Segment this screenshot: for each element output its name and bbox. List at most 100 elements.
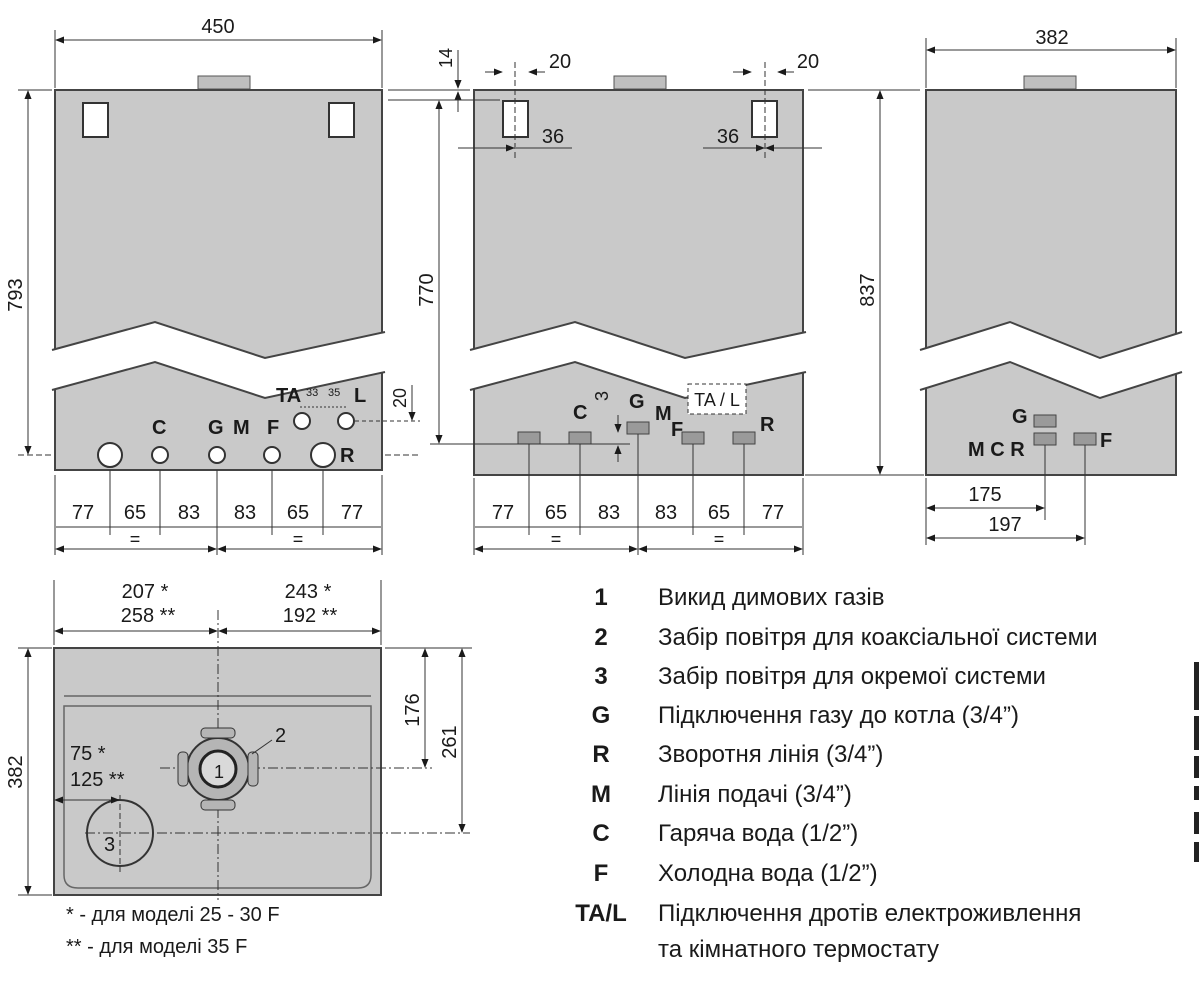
side-break-band xyxy=(470,322,806,398)
side-spacing-77-right: 77 xyxy=(762,502,784,524)
right-dim-175-label: 175 xyxy=(968,484,1001,506)
edge-mark xyxy=(1194,786,1199,800)
top-clamp-bottom xyxy=(200,799,236,811)
legend-item-2: 2 Забір повітря для коаксіальної системи xyxy=(570,624,1200,658)
top-inner-outline xyxy=(63,705,372,889)
legend-desc: Зворотня лінія (3/4”) xyxy=(658,741,884,768)
top-clamp-left xyxy=(177,751,189,787)
front-spacing-83-left: 83 xyxy=(178,502,200,524)
legend-desc: Викид димових газів xyxy=(658,584,885,611)
legend-code: 1 xyxy=(594,584,608,611)
front-label-R: R xyxy=(340,445,355,467)
side-stub-F xyxy=(681,431,705,445)
legend-desc: та кімнатного термостату xyxy=(658,936,940,963)
edge-mark xyxy=(1194,842,1199,862)
legend-item-TA-L-cont: та кімнатного термостату xyxy=(570,936,1200,970)
side-spacing-83-right: 83 xyxy=(655,502,677,524)
right-stub-G xyxy=(1033,414,1057,428)
note-25-30F: * - для моделі 25 - 30 F xyxy=(66,904,280,926)
top-left-dim-line1: 207 * xyxy=(122,581,169,603)
side-label-G: G xyxy=(629,391,645,413)
side-flue-offset-right-label: 36 xyxy=(717,126,739,148)
front-equal-right: = xyxy=(293,529,304,549)
legend-item-F: F Холодна вода (1/2”) xyxy=(570,860,1200,894)
front-label-F: F xyxy=(267,417,279,439)
front-width-label: 450 xyxy=(201,16,234,38)
right-label-F: F xyxy=(1100,430,1112,452)
side-ta-l-box xyxy=(687,383,747,415)
side-stub-2 xyxy=(568,431,592,445)
front-break-line-bottom xyxy=(51,360,386,400)
front-equal-left: = xyxy=(130,529,141,549)
front-flue-left xyxy=(82,102,109,138)
front-label-M: M xyxy=(233,417,250,439)
right-break-line-bottom xyxy=(919,360,1183,400)
edge-mark xyxy=(1194,662,1199,710)
side-spacing-83-left: 83 xyxy=(598,502,620,524)
front-conn-R xyxy=(310,442,336,468)
front-conn-TA xyxy=(293,412,311,430)
side-label-R: R xyxy=(760,414,775,436)
front-spacing-65-right: 65 xyxy=(287,502,309,524)
legend-desc: Забір повітря для окремої системи xyxy=(658,663,1046,690)
top-depth-label: 382 xyxy=(5,755,27,788)
top-label-2-leader xyxy=(251,739,273,755)
side-label-F: F xyxy=(671,419,683,441)
front-flue-right xyxy=(328,102,355,138)
front-label-G: G xyxy=(208,417,224,439)
top-261-label: 261 xyxy=(439,725,461,758)
side-stub-1 xyxy=(517,431,541,445)
side-flue-collar xyxy=(613,75,667,90)
legend-item-3: 3 Забір повітря для окремої системи xyxy=(570,663,1200,697)
top-label-2: 2 xyxy=(275,725,286,747)
side-stub-R xyxy=(732,431,756,445)
side-flue-width-left-label: 20 xyxy=(549,51,571,73)
side-flue-width-right-label: 20 xyxy=(797,51,819,73)
side-break-line-top xyxy=(469,320,807,360)
side-spacing-77-left: 77 xyxy=(492,502,514,524)
top-label-3: 3 xyxy=(104,834,115,856)
legend-code: 3 xyxy=(594,663,608,690)
front-conn-G xyxy=(208,446,226,464)
top-right-dim-line2: 192 ** xyxy=(283,605,338,627)
side-small-offset-label: 3 xyxy=(592,391,612,401)
note-35F: ** - для моделі 35 F xyxy=(66,936,248,958)
right-break-band xyxy=(920,322,1182,398)
front-conn-L xyxy=(337,412,355,430)
side-spacing-65-left: 65 xyxy=(545,502,567,524)
legend-desc: Лінія подачі (3/4”) xyxy=(658,781,852,808)
top-label-1: 1 xyxy=(214,762,224,782)
front-spacing-33: 33 xyxy=(306,387,318,399)
top-offset-line1: 75 * xyxy=(70,743,106,765)
legend-desc: Гаряча вода (1/2”) xyxy=(658,820,859,847)
legend-desc: Холодна вода (1/2”) xyxy=(658,860,878,887)
top-clamp-top xyxy=(200,727,236,739)
side-ta-l-label: TA / L xyxy=(694,390,740,410)
front-boiler-body xyxy=(54,89,383,471)
right-label-G: G xyxy=(1012,406,1028,428)
legend-code: G xyxy=(591,702,611,729)
front-spacing-77-left: 77 xyxy=(72,502,94,524)
right-label-MCR: M C R xyxy=(968,439,1025,461)
front-view: C G M F R TA L 33 35 450 793 20 xyxy=(5,16,420,471)
right-view: G M C R F 382 837 175 197 xyxy=(805,27,1183,545)
side-flue-offset-left-label: 36 xyxy=(542,126,564,148)
top-flue-outlet xyxy=(198,749,238,789)
front-spacing-83-right: 83 xyxy=(234,502,256,524)
side-spacing-65-right: 65 xyxy=(708,502,730,524)
edge-mark xyxy=(1194,716,1199,750)
right-break-line-top xyxy=(919,320,1183,360)
legend-code: C xyxy=(592,820,610,847)
front-label-C: C xyxy=(152,417,166,439)
top-176-label: 176 xyxy=(402,693,424,726)
front-break-band xyxy=(52,322,385,398)
right-stub-MCR xyxy=(1033,432,1057,446)
front-conn-large-1 xyxy=(97,442,123,468)
right-width-label: 382 xyxy=(1035,27,1068,49)
legend-item-TA-L: TA/L Підключення дротів електроживлення xyxy=(570,900,1200,934)
right-height-label: 837 xyxy=(857,273,879,306)
legend-code: M xyxy=(591,781,611,808)
top-right-dim-line1: 243 * xyxy=(285,581,332,603)
front-height-label: 793 xyxy=(5,278,27,311)
